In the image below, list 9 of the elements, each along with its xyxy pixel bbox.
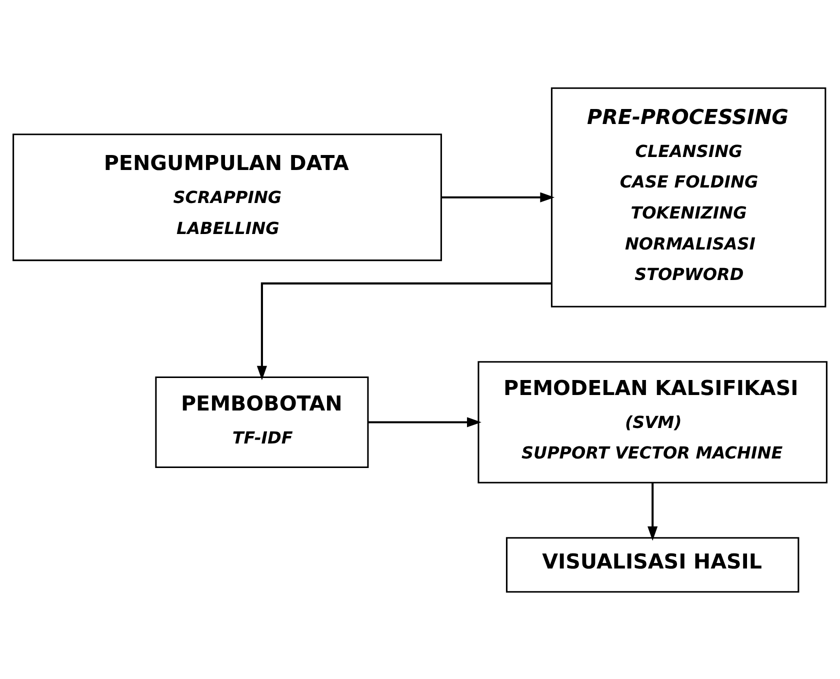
node-box: PENGUMPULAN DATA SCRAPPING LABELLING (12, 133, 442, 261)
arrow (256, 282, 552, 380)
arrow (648, 482, 658, 540)
node-box: PEMBOBOTAN TF-IDF (155, 376, 369, 468)
node-box: PEMODELAN KALSIFIKASI (SVM) SUPPORT VECTOR MACHINE (478, 360, 828, 483)
arrow (368, 416, 482, 427)
arrow (441, 192, 555, 202)
node-box: PRE-PROCESSING CLEANSING CASE FOLDING TOKENIZING NORMALISASI STOPWORD (550, 86, 826, 307)
node-box: VISUALISASI HASIL (506, 536, 800, 592)
